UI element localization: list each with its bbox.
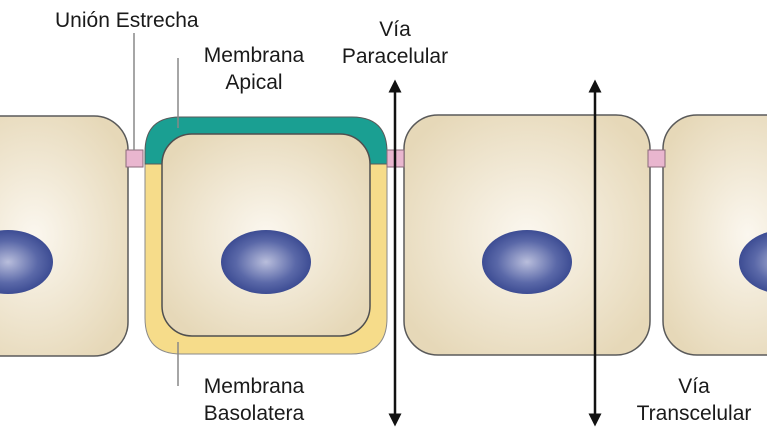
nucleus-middle [482,230,572,294]
apical-membrane-label-line2: Apical [225,71,282,94]
basolateral-membrane-label-line1: Membrana [204,375,305,398]
basolateral-membrane-label-line2: Basolatera [204,402,305,425]
cell-highlighted [145,117,387,354]
tight-junction-1 [126,150,143,167]
cell-left [0,116,128,356]
tight-junction-label: Unión Estrecha [55,9,199,32]
apical-membrane-label-line1: Membrana [204,44,305,67]
paracellular-label-line1: Vía [379,18,411,41]
cell-right [663,115,767,355]
nucleus-highlighted [221,230,311,294]
paracellular-label-line2: Paracelular [342,45,448,68]
transcellular-label-line1: Vía [678,375,710,398]
tight-junction-3 [648,150,665,167]
transcellular-label-line2: Transcelular [637,402,752,425]
cell-middle [404,115,650,355]
